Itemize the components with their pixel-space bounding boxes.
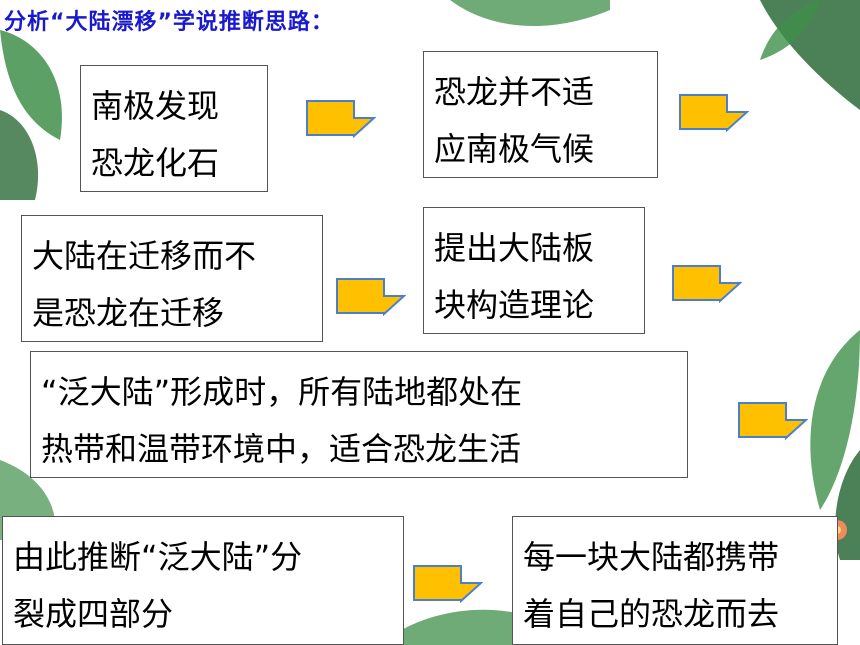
arrow-right-icon — [413, 565, 483, 603]
leaf-icon — [380, 609, 540, 645]
box-line: 块构造理论 — [434, 286, 595, 324]
box-line: 热带和温带环境中，适合恐龙生活 — [41, 430, 522, 468]
box-line: 应南极气候 — [434, 130, 595, 168]
leaf-icon — [450, 0, 610, 27]
box-line: 裂成四部分 — [13, 595, 174, 633]
box-continent-moved: 大陆在迁移而不 是恐龙在迁移 — [21, 215, 323, 342]
box-south-pole-fossils: 南极发现 恐龙化石 — [80, 65, 268, 192]
box-pangaea-split: 由此推断“泛大陆”分 裂成四部分 — [2, 516, 404, 645]
box-plate-theory: 提出大陆板 块构造理论 — [423, 207, 645, 334]
box-line: 南极发现 — [91, 87, 220, 125]
arrow-right-icon — [672, 265, 742, 303]
arrow-right-icon — [336, 278, 406, 316]
leaf-icon — [760, 0, 860, 110]
arrow-right-icon — [679, 94, 749, 132]
page-title: 分析“大陆漂移”学说推断思路： — [4, 10, 334, 35]
box-pangaea-climate: “泛大陆”形成时，所有陆地都处在 热带和温带环境中，适合恐龙生活 — [30, 351, 688, 478]
box-line: 恐龙化石 — [91, 144, 220, 182]
box-line: 着自己的恐龙而去 — [523, 595, 780, 633]
box-line: 是恐龙在迁移 — [32, 294, 225, 332]
box-line: 恐龙并不适 — [434, 73, 595, 111]
box-line: 提出大陆板 — [434, 229, 595, 267]
leaf-icon — [0, 30, 62, 200]
box-line: 由此推断“泛大陆”分 — [13, 538, 303, 576]
arrow-right-icon — [306, 100, 376, 138]
box-line: “泛大陆”形成时，所有陆地都处在 — [41, 373, 523, 411]
box-carry-dinosaurs: 每一块大陆都携带 着自己的恐龙而去 — [512, 516, 838, 645]
arrow-right-icon — [738, 402, 808, 440]
box-line: 每一块大陆都携带 — [523, 538, 780, 576]
box-line: 大陆在迁移而不 — [32, 237, 257, 275]
box-dinosaur-climate: 恐龙并不适 应南极气候 — [423, 51, 658, 178]
